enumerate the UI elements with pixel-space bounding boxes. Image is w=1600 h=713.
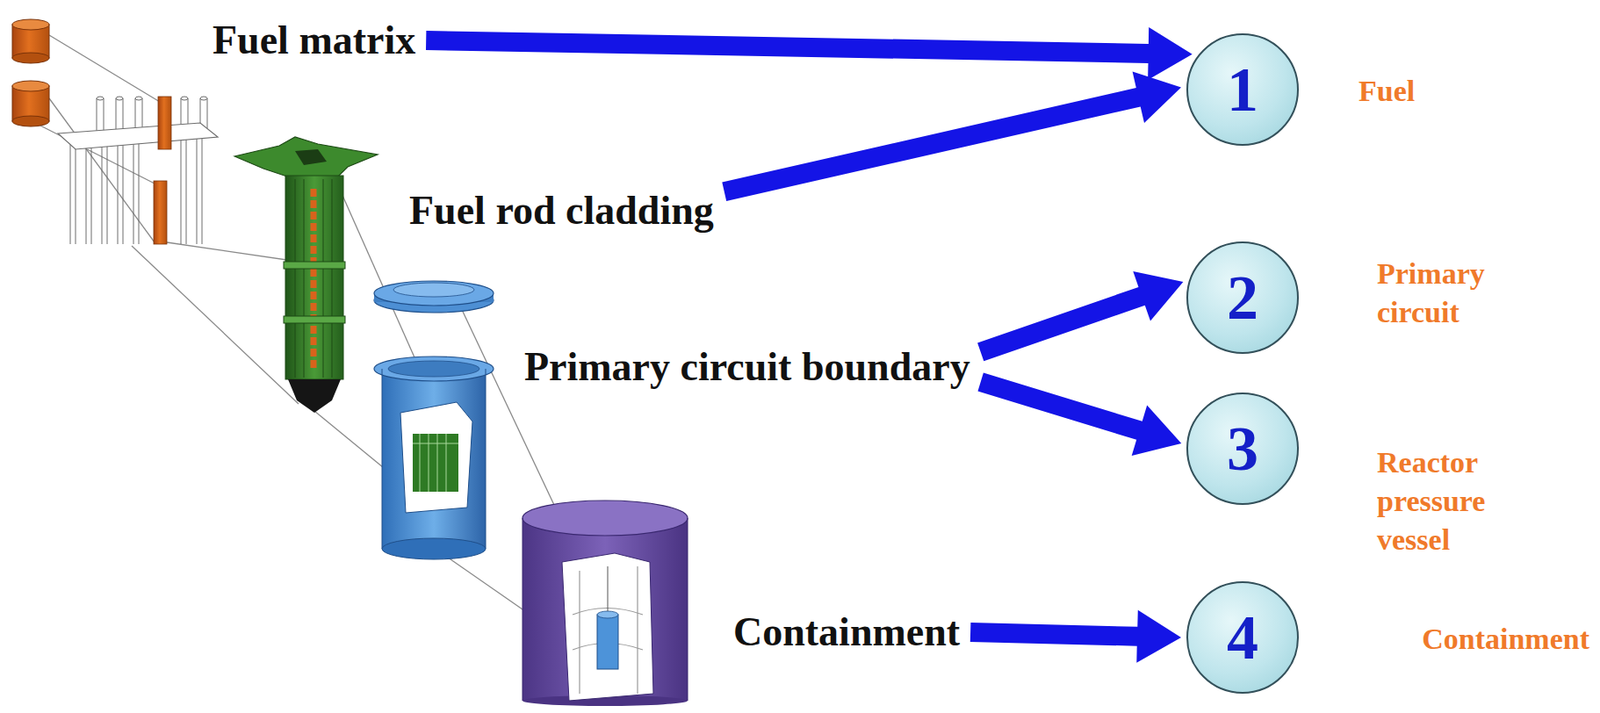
block-arrow bbox=[970, 610, 1182, 664]
barrier-name: Reactor pressure vessel bbox=[1376, 443, 1527, 561]
layer-label-text: Primary circuit boundary bbox=[524, 344, 971, 391]
pressure-vessel bbox=[374, 281, 494, 560]
layer-label-text: Fuel matrix bbox=[212, 17, 416, 65]
block-arrow bbox=[977, 271, 1183, 361]
callout-number: 2 bbox=[1188, 243, 1298, 353]
leader-line bbox=[35, 35, 606, 668]
callout-circle: 3Reactor pressure vessel bbox=[1186, 392, 1299, 505]
callout-circle: 1Fuel bbox=[1186, 33, 1299, 146]
fuel-rod-bundle bbox=[57, 96, 218, 245]
callout-number: 4 bbox=[1188, 583, 1298, 692]
layer-label: Fuel matrix bbox=[209, 15, 419, 66]
layer-label-text: Containment bbox=[733, 609, 960, 656]
layer-label: Fuel rod cladding bbox=[405, 186, 718, 237]
block-arrow bbox=[978, 373, 1182, 457]
callout-circle: 4Containment bbox=[1186, 581, 1299, 694]
fuel-pellet bbox=[12, 19, 50, 127]
callout-circle: 2Primary circuit bbox=[1186, 241, 1299, 354]
callout-number: 1 bbox=[1188, 35, 1298, 145]
callout-number: 3 bbox=[1188, 394, 1298, 504]
containment-building bbox=[522, 500, 688, 707]
block-arrow bbox=[721, 71, 1182, 202]
layer-label-text: Fuel rod cladding bbox=[409, 187, 714, 235]
layer-label: Primary circuit boundary bbox=[520, 342, 974, 393]
layer-label: Containment bbox=[729, 607, 964, 658]
barrier-name: Containment bbox=[1421, 619, 1590, 659]
barrier-name: Fuel bbox=[1358, 72, 1415, 111]
block-arrow bbox=[425, 27, 1193, 80]
fuel-assembly bbox=[234, 136, 378, 413]
barrier-name: Primary circuit bbox=[1376, 254, 1518, 332]
